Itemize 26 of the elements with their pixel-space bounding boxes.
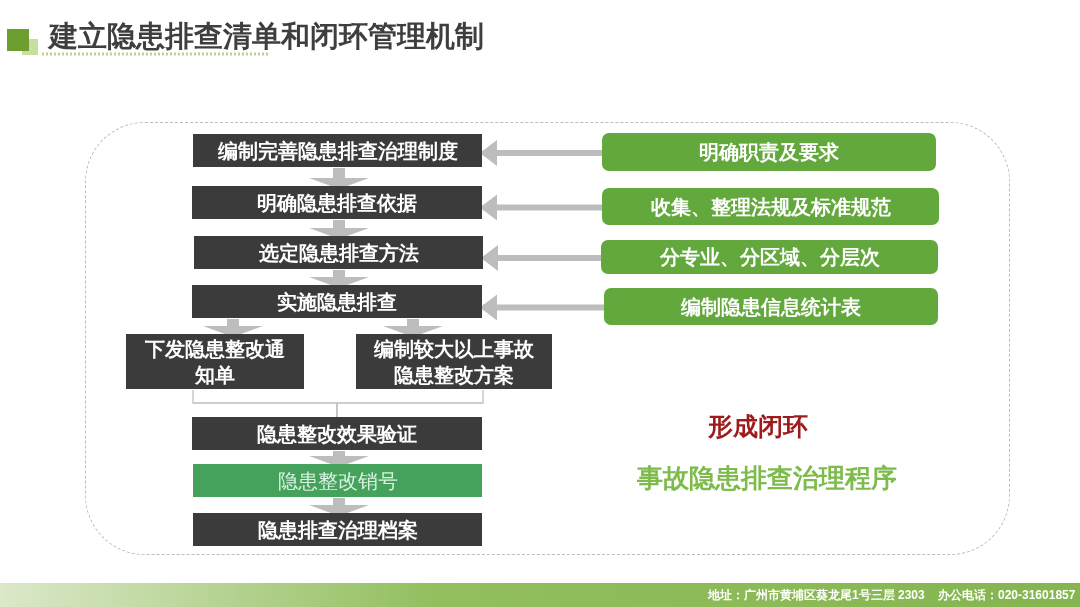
phone-text: 办公电话：020-31601857 bbox=[938, 587, 1076, 604]
frame-heading: 形成闭环 bbox=[708, 411, 808, 441]
dashed-frame bbox=[85, 122, 1010, 555]
bracket-line bbox=[336, 389, 484, 419]
rounded-box: 明确职责及要求 bbox=[602, 133, 937, 172]
arrow bbox=[309, 270, 369, 288]
title-text: 建立隐患排查清单和闭环管理机制 bbox=[49, 19, 484, 53]
process-box: 下发隐患整改通知单 bbox=[126, 334, 305, 390]
arrow bbox=[309, 498, 369, 516]
address-text: 地址：广州市黄埔区葵龙尾1号三层 2303 bbox=[708, 587, 925, 604]
process-box: 明确隐患排查依据 bbox=[192, 186, 483, 220]
rounded-box: 收集、整理法规及标准规范 bbox=[602, 188, 940, 226]
process-box: 隐患排查治理档案 bbox=[193, 513, 483, 547]
frame-caption: 事故隐患排查治理程序 bbox=[637, 463, 897, 495]
arrow bbox=[203, 319, 263, 337]
process-box: 隐患整改销号 bbox=[193, 464, 483, 498]
arrow bbox=[309, 168, 369, 189]
arrow bbox=[309, 220, 369, 239]
process-box: 实施隐患排查 bbox=[192, 285, 483, 319]
process-box: 隐患整改效果验证 bbox=[192, 417, 483, 451]
process-box: 编制完善隐患排查治理制度 bbox=[193, 134, 483, 168]
arrow bbox=[383, 319, 443, 337]
process-box: 编制较大以上事故隐患整改方案 bbox=[356, 334, 553, 390]
process-box: 选定隐患排查方法 bbox=[194, 236, 484, 270]
rounded-box: 分专业、分区域、分层次 bbox=[601, 240, 939, 275]
rounded-box: 编制隐患信息统计表 bbox=[604, 288, 939, 326]
